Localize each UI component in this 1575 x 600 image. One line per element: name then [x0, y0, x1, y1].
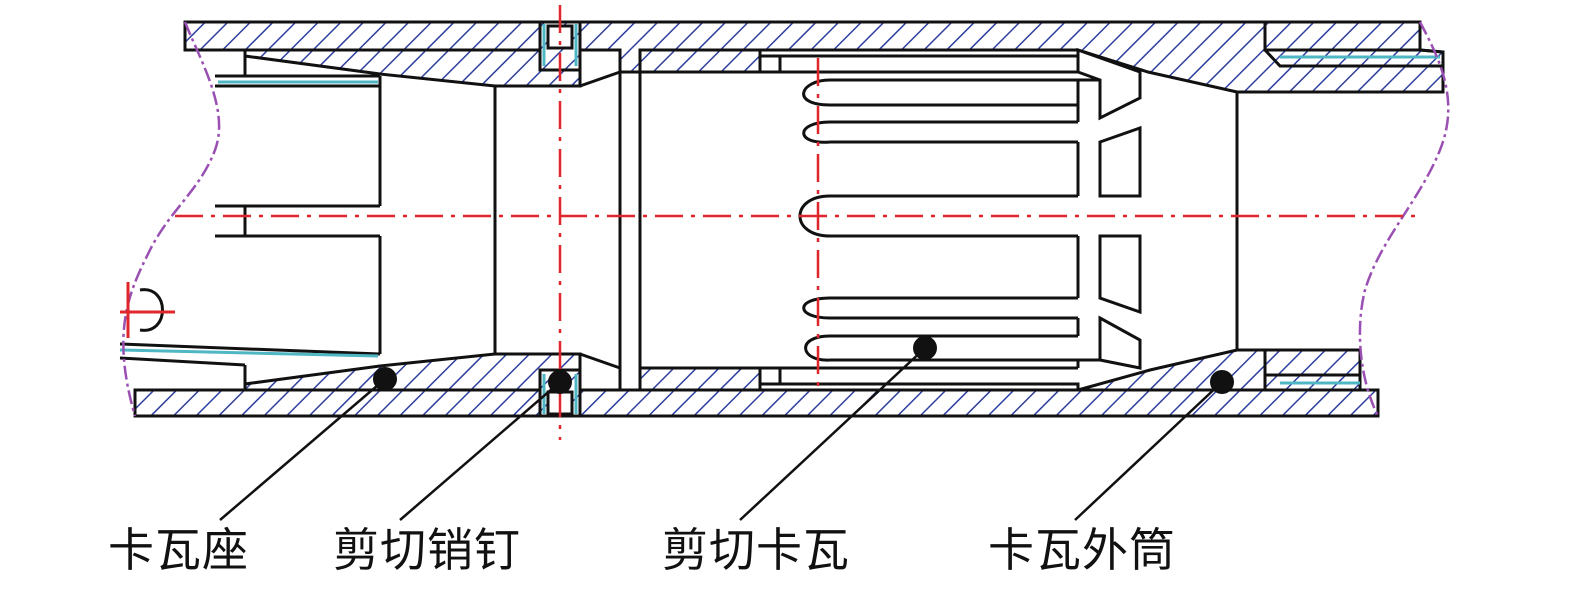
- hole-centerline: [120, 282, 175, 338]
- label-shear-pin: 剪切销钉: [333, 523, 521, 577]
- shear-slip-teeth: [1076, 47, 1142, 370]
- slip-seat-seal-bottom: [119, 348, 379, 358]
- shear-slip-top-strip: [638, 48, 782, 74]
- middle-ring: [579, 50, 642, 390]
- centerlines: [175, 5, 1420, 440]
- label-slip-outer-barrel: 卡瓦外筒: [988, 523, 1176, 577]
- leader-dots: [373, 336, 1234, 394]
- slip-seat-bottom-cone: [243, 352, 582, 392]
- shear-pin-marker-dot: [548, 370, 572, 394]
- slip-seat-marker-dot: [373, 367, 397, 391]
- label-shear-slip: 剪切卡瓦: [662, 523, 850, 577]
- shear-slip-bottom-strip: [638, 366, 782, 392]
- leader-lines: [219, 347, 1223, 521]
- shear-slip-marker-dot: [913, 336, 937, 360]
- break-lines: [122, 21, 1450, 417]
- slip-outer-barrel-marker-dot: [1210, 370, 1234, 394]
- slip-seat-outline: [119, 50, 497, 390]
- label-slip-seat: 卡瓦座: [108, 523, 249, 577]
- left-hole: [139, 288, 164, 332]
- slip-outer-barrel-bottom: [1077, 348, 1362, 392]
